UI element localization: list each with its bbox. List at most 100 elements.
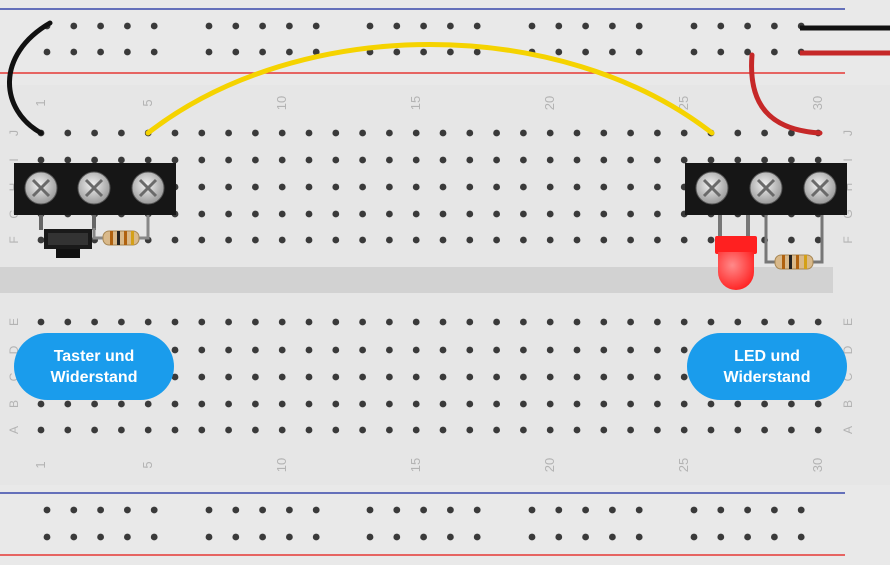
- breadboard-hole: [252, 183, 259, 191]
- breadboard-hole: [439, 183, 447, 191]
- breadboard-hole: [37, 426, 45, 434]
- breadboard-hole: [225, 236, 233, 244]
- breadboard-hole: [412, 373, 420, 381]
- breadboard-hole: [332, 400, 340, 408]
- row-letter: H: [841, 183, 855, 192]
- rail-hole: [312, 533, 320, 541]
- rail-hole: [473, 533, 481, 541]
- rail-hole: [150, 506, 158, 514]
- breadboard-hole: [91, 129, 98, 137]
- label-left-line2: Widerstand: [50, 368, 138, 386]
- row-letter: A: [7, 426, 21, 434]
- breadboard-hole: [680, 129, 688, 137]
- rail-hole: [366, 533, 374, 541]
- breadboard-hole: [493, 236, 500, 244]
- breadboard-hole: [627, 156, 634, 164]
- breadboard-hole: [788, 236, 795, 244]
- breadboard-hole: [305, 236, 313, 244]
- breadboard-hole: [278, 400, 286, 408]
- rail-hole: [124, 533, 131, 541]
- breadboard-hole: [573, 373, 581, 381]
- breadboard-hole: [37, 318, 45, 326]
- breadboard-hole: [654, 129, 661, 137]
- column-number: 30: [810, 458, 825, 472]
- rail-hole: [150, 533, 158, 541]
- breadboard-hole: [37, 156, 45, 164]
- breadboard-hole: [734, 400, 742, 408]
- breadboard-hole: [546, 156, 554, 164]
- breadboard-hole: [171, 156, 179, 164]
- rail-hole: [717, 533, 725, 541]
- label-taster-und-widerstand: Taster und Widerstand: [14, 333, 174, 400]
- breadboard-hole: [734, 318, 742, 326]
- breadboard-hole: [171, 318, 179, 326]
- column-number: 30: [810, 96, 825, 110]
- breadboard-hole: [707, 400, 715, 408]
- rail-hole: [771, 48, 778, 56]
- breadboard-hole: [761, 129, 768, 137]
- breadboard-hole: [627, 346, 634, 354]
- rail-hole: [232, 506, 240, 514]
- breadboard-hole: [573, 346, 581, 354]
- rail-hole: [97, 506, 104, 514]
- breadboard-hole: [64, 129, 72, 137]
- rail-hole: [609, 506, 616, 514]
- row-letter: I: [7, 158, 21, 161]
- rail-hole: [97, 48, 104, 56]
- black-jumper-wire: [7, 20, 53, 136]
- breadboard-hole: [627, 210, 634, 218]
- breadboard-hole: [546, 210, 554, 218]
- rail-hole: [97, 22, 104, 30]
- breadboard-hole: [332, 236, 340, 244]
- breadboard-hole: [198, 236, 206, 244]
- rail-hole: [420, 533, 427, 541]
- breadboard-hole: [627, 236, 634, 244]
- bottom-power-rail-area: [0, 485, 890, 565]
- rail-hole: [771, 506, 778, 514]
- column-number: 20: [542, 458, 557, 472]
- rail-hole: [744, 533, 751, 541]
- row-letter: C: [841, 372, 855, 381]
- rail-hole: [393, 22, 401, 30]
- breadboard-hole: [278, 318, 286, 326]
- breadboard-hole: [332, 373, 340, 381]
- row-letter: E: [7, 318, 21, 326]
- breadboard-hole: [680, 373, 688, 381]
- breadboard-hole: [91, 156, 98, 164]
- breadboard-hole: [64, 400, 72, 408]
- breadboard-hole: [252, 210, 259, 218]
- rail-hole: [528, 22, 536, 30]
- breadboard-hole: [600, 156, 608, 164]
- breadboard-hole: [412, 183, 420, 191]
- breadboard-hole: [118, 426, 125, 434]
- breadboard-hole: [439, 400, 447, 408]
- breadboard-hole: [466, 400, 474, 408]
- rail-hole: [582, 48, 589, 56]
- breadboard-hole: [680, 426, 688, 434]
- breadboard-hole: [359, 426, 366, 434]
- left-screw-terminal-icon: [14, 163, 176, 215]
- yellow-jumper-wire: [145, 42, 715, 136]
- breadboard-hole: [654, 426, 661, 434]
- rail-hole: [771, 22, 778, 30]
- breadboard-hole: [225, 318, 233, 326]
- breadboard-hole: [305, 318, 313, 326]
- breadboard-hole: [439, 236, 447, 244]
- breadboard-hole: [332, 210, 340, 218]
- rail-hole: [393, 506, 401, 514]
- row-letter: E: [841, 318, 855, 326]
- row-letter: D: [841, 345, 855, 354]
- rail-hole: [447, 533, 454, 541]
- rail-hole: [70, 48, 78, 56]
- breadboard-hole: [198, 156, 206, 164]
- breadboard-hole: [198, 210, 206, 218]
- breadboard-hole: [332, 156, 340, 164]
- breadboard-hole: [171, 373, 179, 381]
- breadboard-hole: [305, 373, 313, 381]
- breadboard-hole: [91, 318, 98, 326]
- breadboard-hole: [546, 236, 554, 244]
- rail-hole: [717, 22, 725, 30]
- breadboard-hole: [600, 318, 608, 326]
- breadboard-hole: [198, 373, 206, 381]
